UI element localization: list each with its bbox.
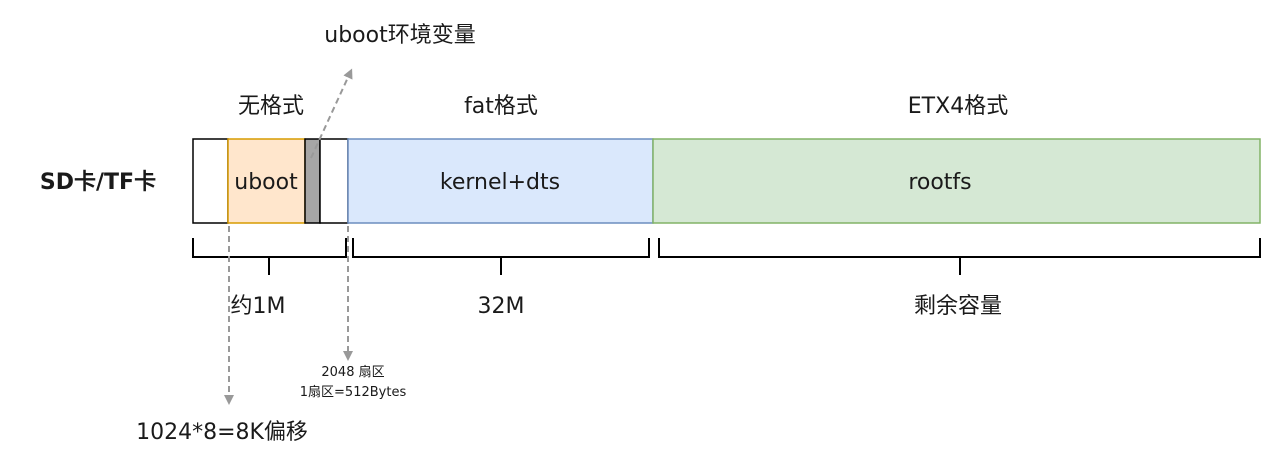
section-label-raw: 无格式	[238, 94, 304, 119]
kernel-dts-block	[347, 138, 654, 224]
uboot-label: uboot	[234, 170, 298, 195]
uboot-offset-annotation: 1024*8=8K偏移	[136, 420, 308, 445]
leading-gap-block	[192, 138, 229, 224]
size-label-fat: 32M	[478, 294, 525, 319]
rootfs-label: rootfs	[908, 170, 971, 195]
sector-count-annotation: 2048 扇区	[321, 364, 384, 380]
uboot-env-block	[304, 138, 321, 224]
kernel-dts-label: kernel+dts	[440, 170, 560, 195]
device-label: SD卡/TF卡	[40, 170, 156, 195]
brace-fat	[352, 238, 650, 275]
size-label-ext: 剩余容量	[914, 294, 1002, 319]
rootfs-block	[652, 138, 1261, 224]
uboot-block	[227, 138, 306, 224]
sector-size-annotation: 1扇区=512Bytes	[300, 384, 407, 400]
uboot-env-annotation: uboot环境变量	[324, 23, 475, 48]
arrow-uboot-env	[310, 68, 353, 159]
section-label-fat: fat格式	[464, 94, 538, 119]
section-label-ext: ETX4格式	[908, 94, 1008, 119]
raw-gap-block	[319, 138, 349, 224]
size-label-raw: 约1M	[231, 294, 286, 319]
brace-ext	[658, 238, 1261, 275]
brace-raw	[192, 238, 347, 275]
